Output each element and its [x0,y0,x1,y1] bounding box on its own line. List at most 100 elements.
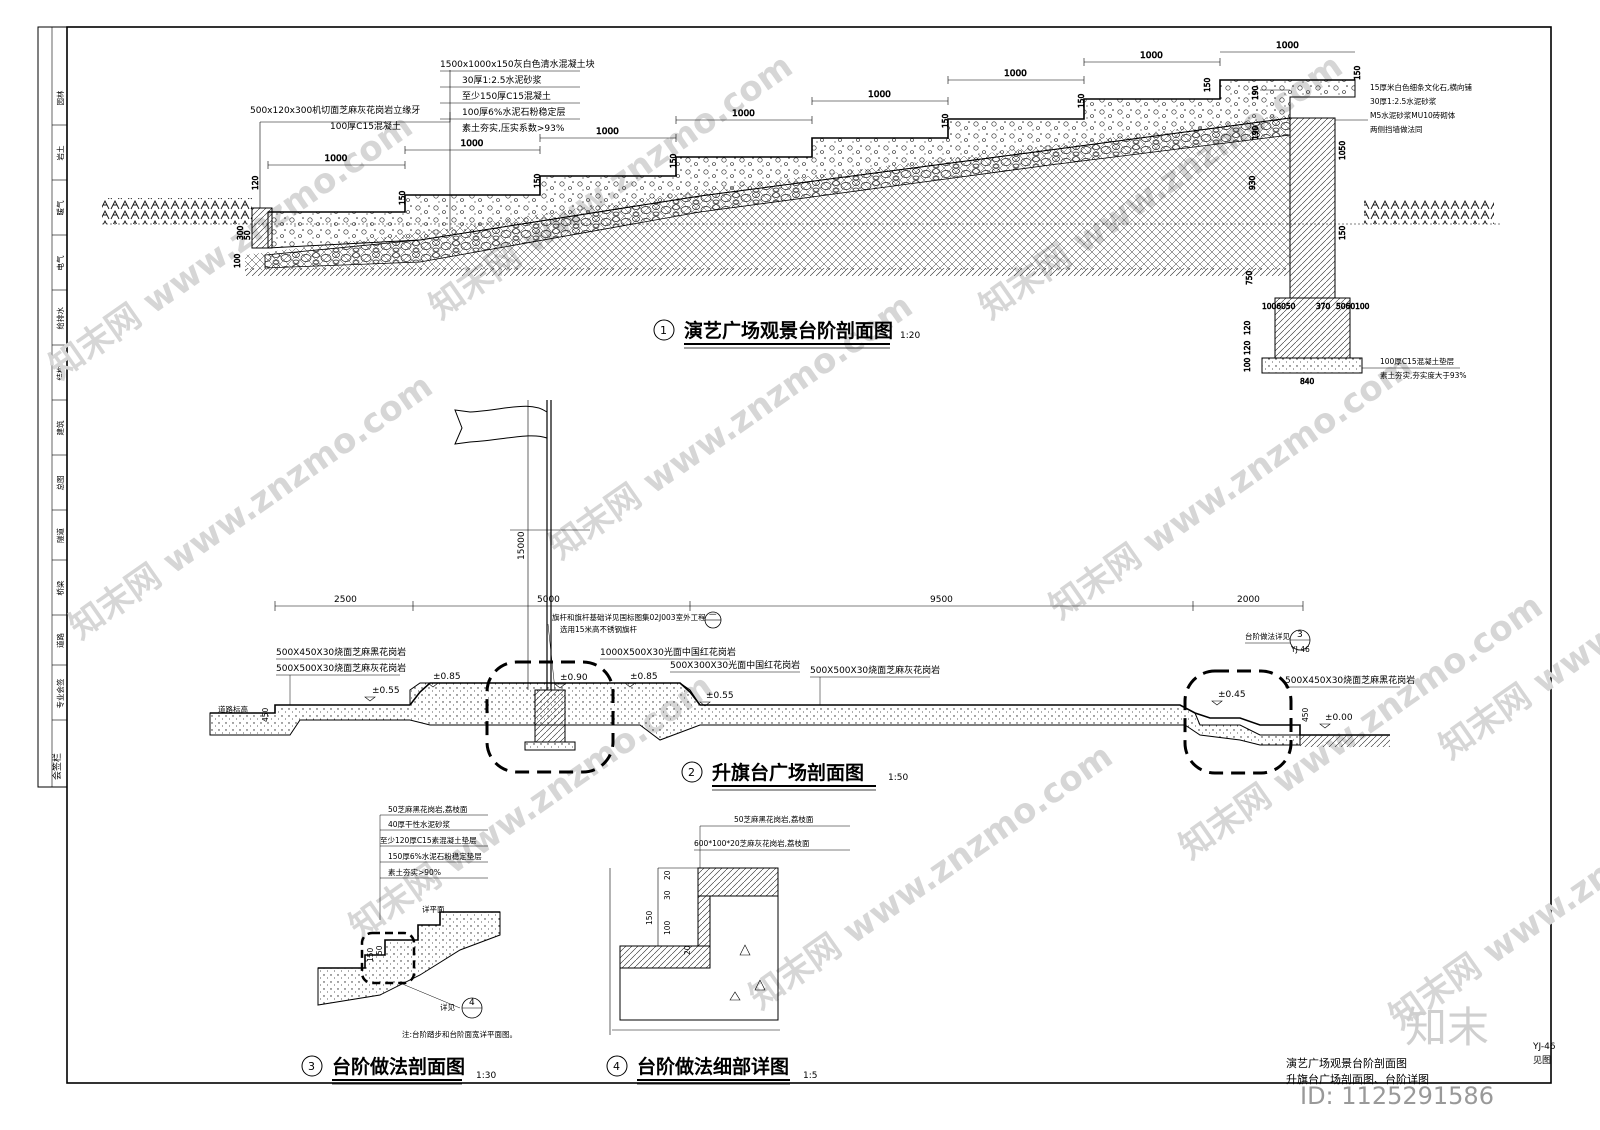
shrub-right [1364,200,1494,224]
side-label: 隧道 [55,528,65,543]
dim-2000: 2000 [1237,595,1260,605]
watermark-text: 知末网 www.znzmo.com [62,366,440,647]
fig3-dim-150: 150 [366,947,375,962]
svg-text:±0.85: ±0.85 [433,672,461,682]
dim-1000: 1000 [732,109,755,119]
figure3-title: 台阶做法剖面图 [332,1055,465,1078]
side-label: 园林 [55,90,65,105]
watermark-logo: 知末 [1405,1003,1489,1052]
pole-foundation [534,689,566,743]
svg-text:30厚1:2.5水泥砂浆: 30厚1:2.5水泥砂浆 [462,74,542,86]
dim-label: 50 [243,230,252,240]
side-label: 建筑 [55,420,65,435]
figure2-section: 15000 2500 5000 9500 2000 旗杆和旗杆基础详见国标图集0… [209,400,1415,791]
note-right-granite: 500X450X30烧面芝麻黑花岗岩 [1285,674,1415,686]
note-red-granite-1: 1000X500X30光面中国红花岗岩 [600,646,736,658]
highlight-steps [1183,669,1293,775]
fig4-dim-c: 150 [645,910,654,925]
wall-footing [1274,297,1351,359]
curb-block [251,207,273,249]
side-label: 总图 [55,476,65,491]
figure3-section: 50芝麻黑花岗岩,荔枝面 40厚干性水泥砂浆 至少120厚C15素混凝土垫层 1… [301,804,517,1085]
ref-detail-4: 4 [469,998,475,1008]
fig4-concrete [619,895,779,1021]
dim-label: 100 [233,253,242,268]
dim-label: 150 [533,173,542,188]
dim-label: 840 [1300,377,1315,386]
figure4-scale: 1:5 [803,1071,817,1081]
dim-label: 1006050 [1262,302,1296,311]
wall-base [1261,357,1363,374]
figure1-number-circle [653,319,675,341]
dim-5000: 5000 [537,595,560,605]
dim-label: 100 [1243,357,1252,372]
figure2-number-circle [681,761,703,783]
ref-sheet: YJ-46 [1290,645,1310,654]
fig4-bottom-stone [619,945,711,969]
note-road-level: 道路标高 [218,704,248,714]
dim-label: 750 [1245,270,1254,285]
dim-label: 930 [1248,175,1257,190]
figure2-title: 升旗台广场剖面图 [712,761,864,784]
svg-text:50芝麻黑花岗岩,荔枝面: 50芝麻黑花岗岩,荔枝面 [388,804,468,814]
side-label: 专业会签 [55,678,65,708]
svg-text:两侧挡墙做法同: 两侧挡墙做法同 [1370,124,1423,134]
figure2-scale: 1:50 [888,773,908,783]
title-line-1: 演艺广场观景台阶剖面图 [1286,1056,1407,1070]
fig4-dim-b: 30 [663,890,672,900]
svg-text:±0.55: ±0.55 [706,691,734,701]
svg-text:至少120厚C15素混凝土垫层: 至少120厚C15素混凝土垫层 [380,835,477,845]
dim-label: 150 [1353,65,1362,80]
figure4-number-circle [606,1055,628,1077]
dim-1000: 1000 [325,154,348,164]
svg-text:30厚1:2.5水泥砂浆: 30厚1:2.5水泥砂浆 [1370,96,1437,106]
dim-1000: 1000 [1004,69,1027,79]
dim-label: 150 [669,153,678,168]
dim-label: 150 [1338,225,1347,240]
note-bottom-1: 100厚C15混凝土垫层 [1380,356,1455,366]
dim-9500: 9500 [930,595,953,605]
dim-label: 120 [1243,340,1252,355]
figure3-notes: 50芝麻黑花岗岩,荔枝面 40厚干性水泥砂浆 至少120厚C15素混凝土垫层 1… [379,804,488,920]
figure3-number-circle [301,1055,323,1077]
ref-detail-3: 3 [1297,630,1303,640]
note-left-2: 100厚C15混凝土 [330,120,401,132]
figure4-number: 4 [613,1060,620,1073]
fig4-dim-d: 100 [663,920,672,935]
svg-text:M5水泥砂浆MU10砖砌体: M5水泥砂浆MU10砖砌体 [1370,110,1456,120]
notes-right: 15厚米白色细条文化石,横向铺 30厚1:2.5水泥砂浆 M5水泥砂浆MU10砖… [1335,82,1472,134]
dim-1000: 1000 [1276,41,1299,51]
signature-label: 会签栏 [51,753,63,780]
dim-label: 190 [1251,85,1260,100]
fig3-dim-50: 50 [375,945,384,955]
ref-pole: 一 [709,610,717,619]
dim-side-right: 450 [1301,707,1310,722]
fig4-top-stone [697,867,779,897]
watermark-id: ID: 1125291586 [1300,1082,1494,1110]
ref-text: 详见 [440,1002,455,1012]
note-bottom-2: 素土夯实,夯实度大于93% [1380,370,1467,380]
side-label: 结构 [55,365,65,380]
svg-text:15厚米白色细条文化石,横向铺: 15厚米白色细条文化石,横向铺 [1370,82,1472,92]
side-label: 道路 [55,633,65,648]
figure4-section: 50芝麻黑花岗岩,荔枝面 600*100*20芝麻灰花岗岩,荔枝面 20 30 … [606,814,850,1085]
sheet-ref: 见图 [1533,1055,1551,1066]
figure4-title: 台阶做法细部详图 [637,1055,789,1078]
flag [454,405,548,445]
fig4-note-2: 600*100*20芝麻灰花岗岩,荔枝面 [694,838,810,848]
dim-1000: 1000 [461,139,484,149]
side-label: 岩土 [55,145,65,160]
side-label: 暖气 [55,200,65,215]
dim-label: 190 [1251,125,1260,140]
svg-text:40厚干性水泥砂浆: 40厚干性水泥砂浆 [388,819,451,829]
fig4-dim-a: 20 [663,870,672,880]
dim-2500: 2500 [334,595,357,605]
sheet-code: YJ-46 [1532,1042,1556,1052]
note-pole-1: 旗杆和旗杆基础详见国标图集02J003室外工程 [552,612,706,622]
svg-text:150厚6%水泥石粉稳定垫层: 150厚6%水泥石粉稳定垫层 [388,851,482,861]
fig4-dim-e: 20 [683,945,692,955]
dim-side-left: 450 [261,707,270,722]
svg-text:素土夯实>90%: 素土夯实>90% [388,867,441,877]
